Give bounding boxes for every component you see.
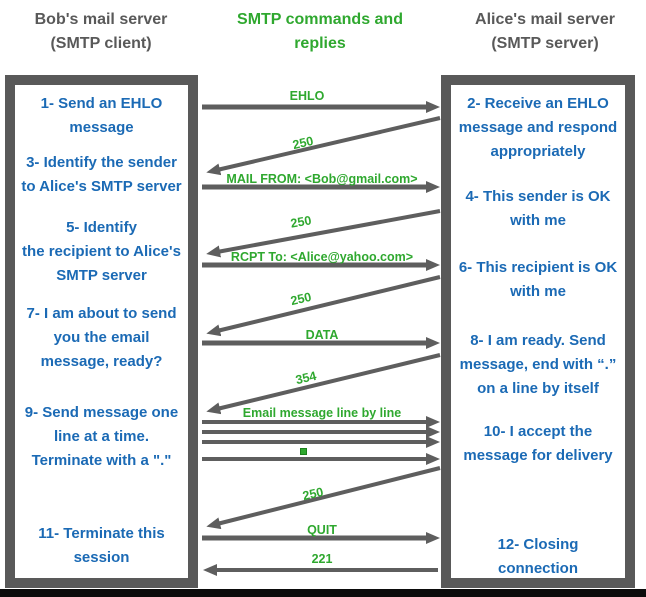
label-data: DATA (305, 328, 339, 342)
label-reply-221: 221 (311, 552, 333, 566)
server-step-2: 2- Receive an EHLO message and respond a… (458, 95, 618, 160)
arrow-reply-250-4 (206, 466, 441, 530)
bottom-bar (0, 589, 646, 597)
arrow-reply-354 (206, 353, 441, 415)
server-column-header: Alice's mail server (SMTP server) (475, 11, 615, 52)
arrow-reply-250-2 (206, 209, 441, 258)
commands-column-header: SMTP commands and replies (237, 11, 403, 52)
arrow-reply-250-3 (206, 275, 441, 337)
server-step-12: 12- Closing connection (497, 536, 579, 577)
label-ehlo: EHLO (289, 89, 325, 103)
client-step-11: 11- Terminate this session (38, 525, 165, 566)
client-column-header: Bob's mail server (SMTP client) (34, 11, 168, 52)
client-step-7: 7- I am about to send you the email mess… (26, 305, 177, 370)
message-end-dot-icon (300, 448, 307, 455)
smtp-client-box (5, 75, 198, 588)
client-step-5: 5- Identify the recipient to Alice's SMT… (22, 219, 181, 284)
label-email-message: Email message line by line (242, 406, 402, 420)
arrow-reply-250-1 (206, 116, 441, 176)
client-step-1: 1- Send an EHLO message (40, 95, 163, 136)
label-mail-from: MAIL FROM: <Bob@gmail.com> (226, 172, 418, 186)
label-quit: QUIT (307, 523, 337, 537)
server-step-8: 8- I am ready. Send message, end with “.… (459, 332, 617, 397)
client-step-9: 9- Send message one line at a time. Term… (24, 404, 179, 469)
smtp-server-box (441, 75, 635, 588)
server-step-4: 4- This sender is OK with me (465, 188, 611, 229)
server-step-10: 10- I accept the message for delivery (463, 423, 613, 464)
client-step-3: 3- Identify the sender to Alice's SMTP s… (21, 154, 182, 195)
label-rcpt-to: RCPT To: <Alice@yahoo.com> (230, 250, 414, 264)
server-step-6: 6- This recipient is OK with me (458, 259, 618, 300)
